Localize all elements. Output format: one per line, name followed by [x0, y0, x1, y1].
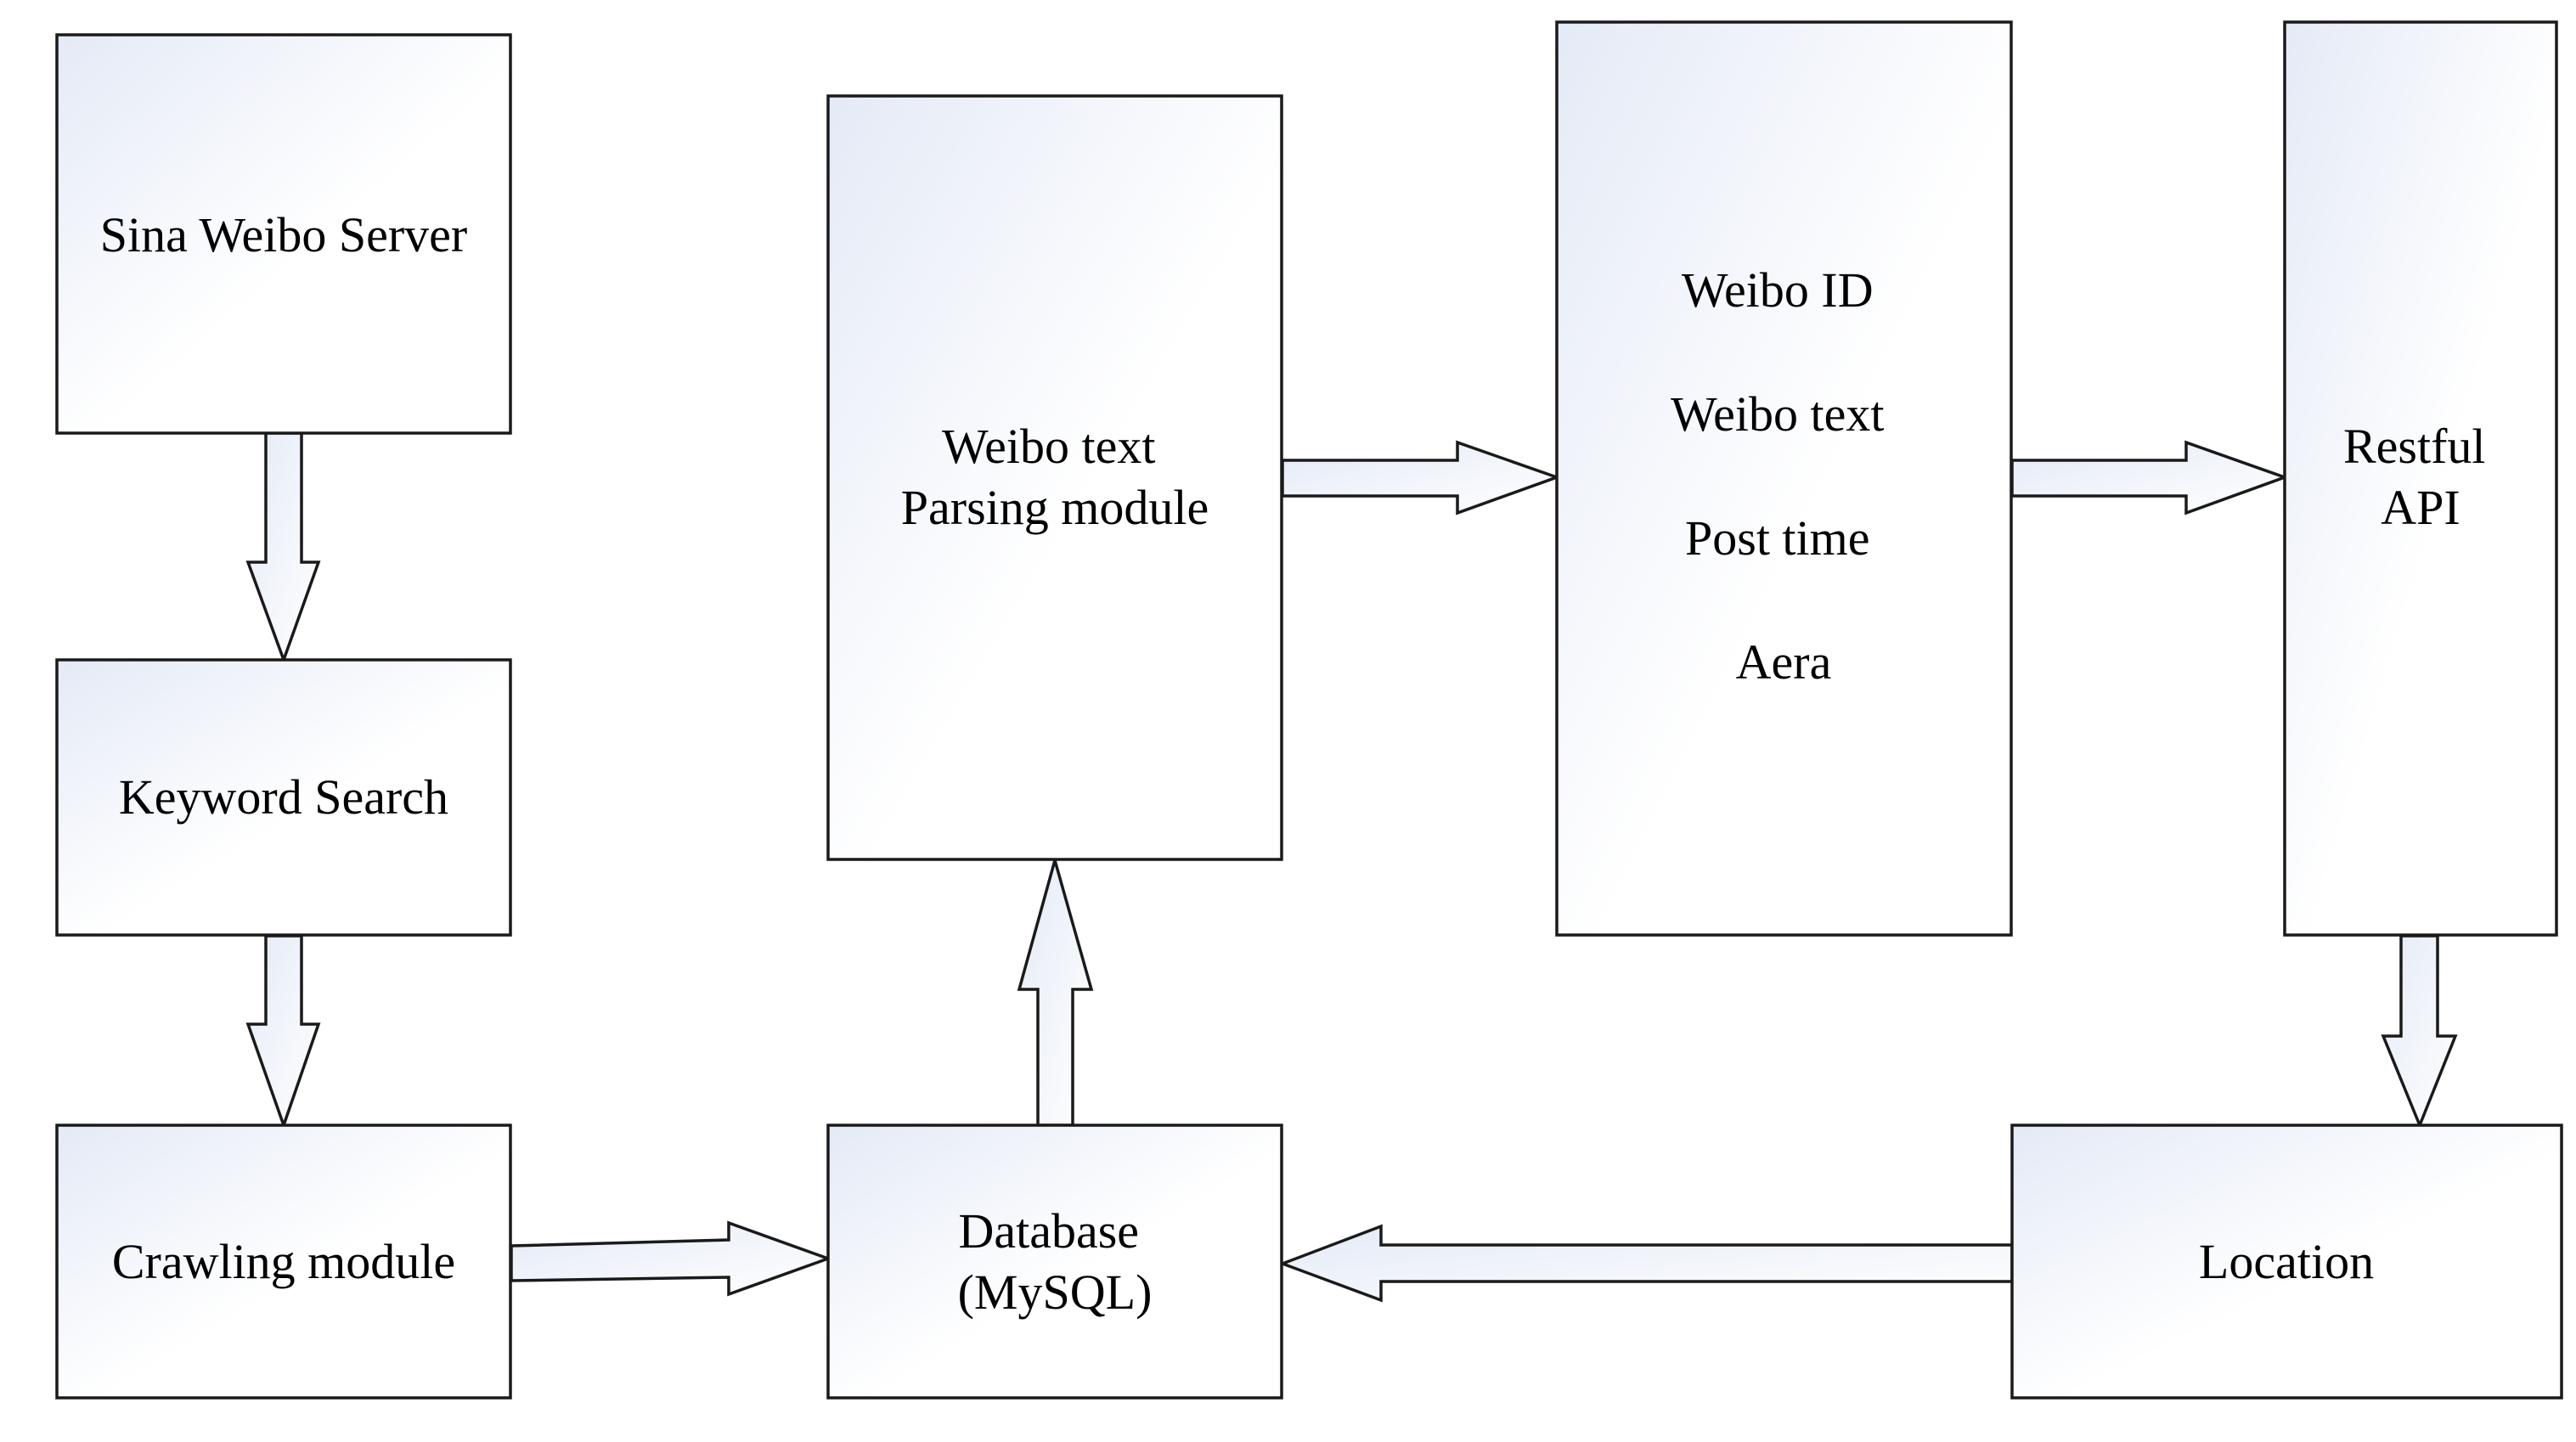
node-restful-api: Restful API — [2283, 20, 2558, 937]
svg-text:Crawling module: Crawling module — [112, 1234, 455, 1289]
node-location: Location — [2010, 1124, 2563, 1400]
box-parsing-module — [826, 94, 1283, 861]
field-weibo-text: Weibo text — [1671, 386, 1884, 442]
node-database: Database (MySQL) — [826, 1124, 1283, 1400]
node-crawling-module: Crawling module — [55, 1124, 512, 1400]
svg-text:Keyword Search: Keyword Search — [119, 769, 448, 825]
restful-api-line-1: Restful — [2343, 419, 2486, 474]
svg-text:Weibo text Parsing modul: Weibo text Parsing module — [901, 419, 1209, 535]
arrow-parsing-to-fields — [1281, 440, 1562, 515]
box-sina-weibo-server — [55, 33, 512, 435]
location-label: Location — [2199, 1234, 2374, 1289]
database-line-2: (MySQL) — [958, 1265, 1153, 1320]
node-keyword-search: Keyword Search — [55, 658, 512, 937]
svg-text:Restful API: Restful API — [2343, 419, 2498, 535]
crawling-module-label: Crawling module — [112, 1234, 455, 1289]
box-location — [2010, 1124, 2563, 1400]
field-post-time: Post time — [1685, 510, 1870, 566]
box-keyword-search — [55, 658, 512, 937]
arrow-location-to-database — [1278, 1224, 2014, 1303]
svg-text:Location: Location — [2199, 1234, 2374, 1289]
database-line-1: Database — [958, 1203, 1139, 1259]
keyword-search-label: Keyword Search — [119, 769, 448, 825]
arrow-fields-to-api — [2010, 440, 2290, 515]
arrows — [245, 431, 2458, 1303]
arrow-server-to-keyword — [245, 431, 321, 665]
box-database — [826, 1124, 1283, 1400]
box-crawling-module — [55, 1124, 512, 1400]
node-weibo-fields: Weibo ID Weibo text Post time Aera — [1555, 20, 2013, 937]
box-restful-api — [2283, 20, 2558, 937]
sina-weibo-server-label: Sina Weibo Server — [100, 207, 467, 262]
node-sina-weibo-server: Sina Weibo Server — [55, 33, 512, 435]
svg-text:Sina Weibo Server: Sina Weibo Server — [100, 207, 467, 262]
field-weibo-id: Weibo ID — [1682, 262, 1874, 318]
parsing-module-line-2: Parsing module — [901, 480, 1209, 535]
arrow-crawling-to-database — [510, 1220, 833, 1297]
svg-text:Weibo ID Weibo text: Weibo ID Weibo text Post time Aera — [1671, 262, 1897, 690]
node-parsing-module: Weibo text Parsing module — [826, 94, 1283, 861]
field-aera: Aera — [1736, 634, 1832, 690]
arrow-keyword-to-crawling — [245, 934, 321, 1130]
svg-text:Database (MySQL): Database (MySQL) — [958, 1203, 1153, 1320]
box-weibo-fields — [1555, 20, 2013, 937]
arrow-api-to-location — [2381, 934, 2458, 1129]
arrow-database-to-parsing — [1017, 854, 1094, 1127]
parsing-module-line-1: Weibo text — [942, 419, 1155, 474]
restful-api-line-2: API — [2381, 480, 2460, 535]
